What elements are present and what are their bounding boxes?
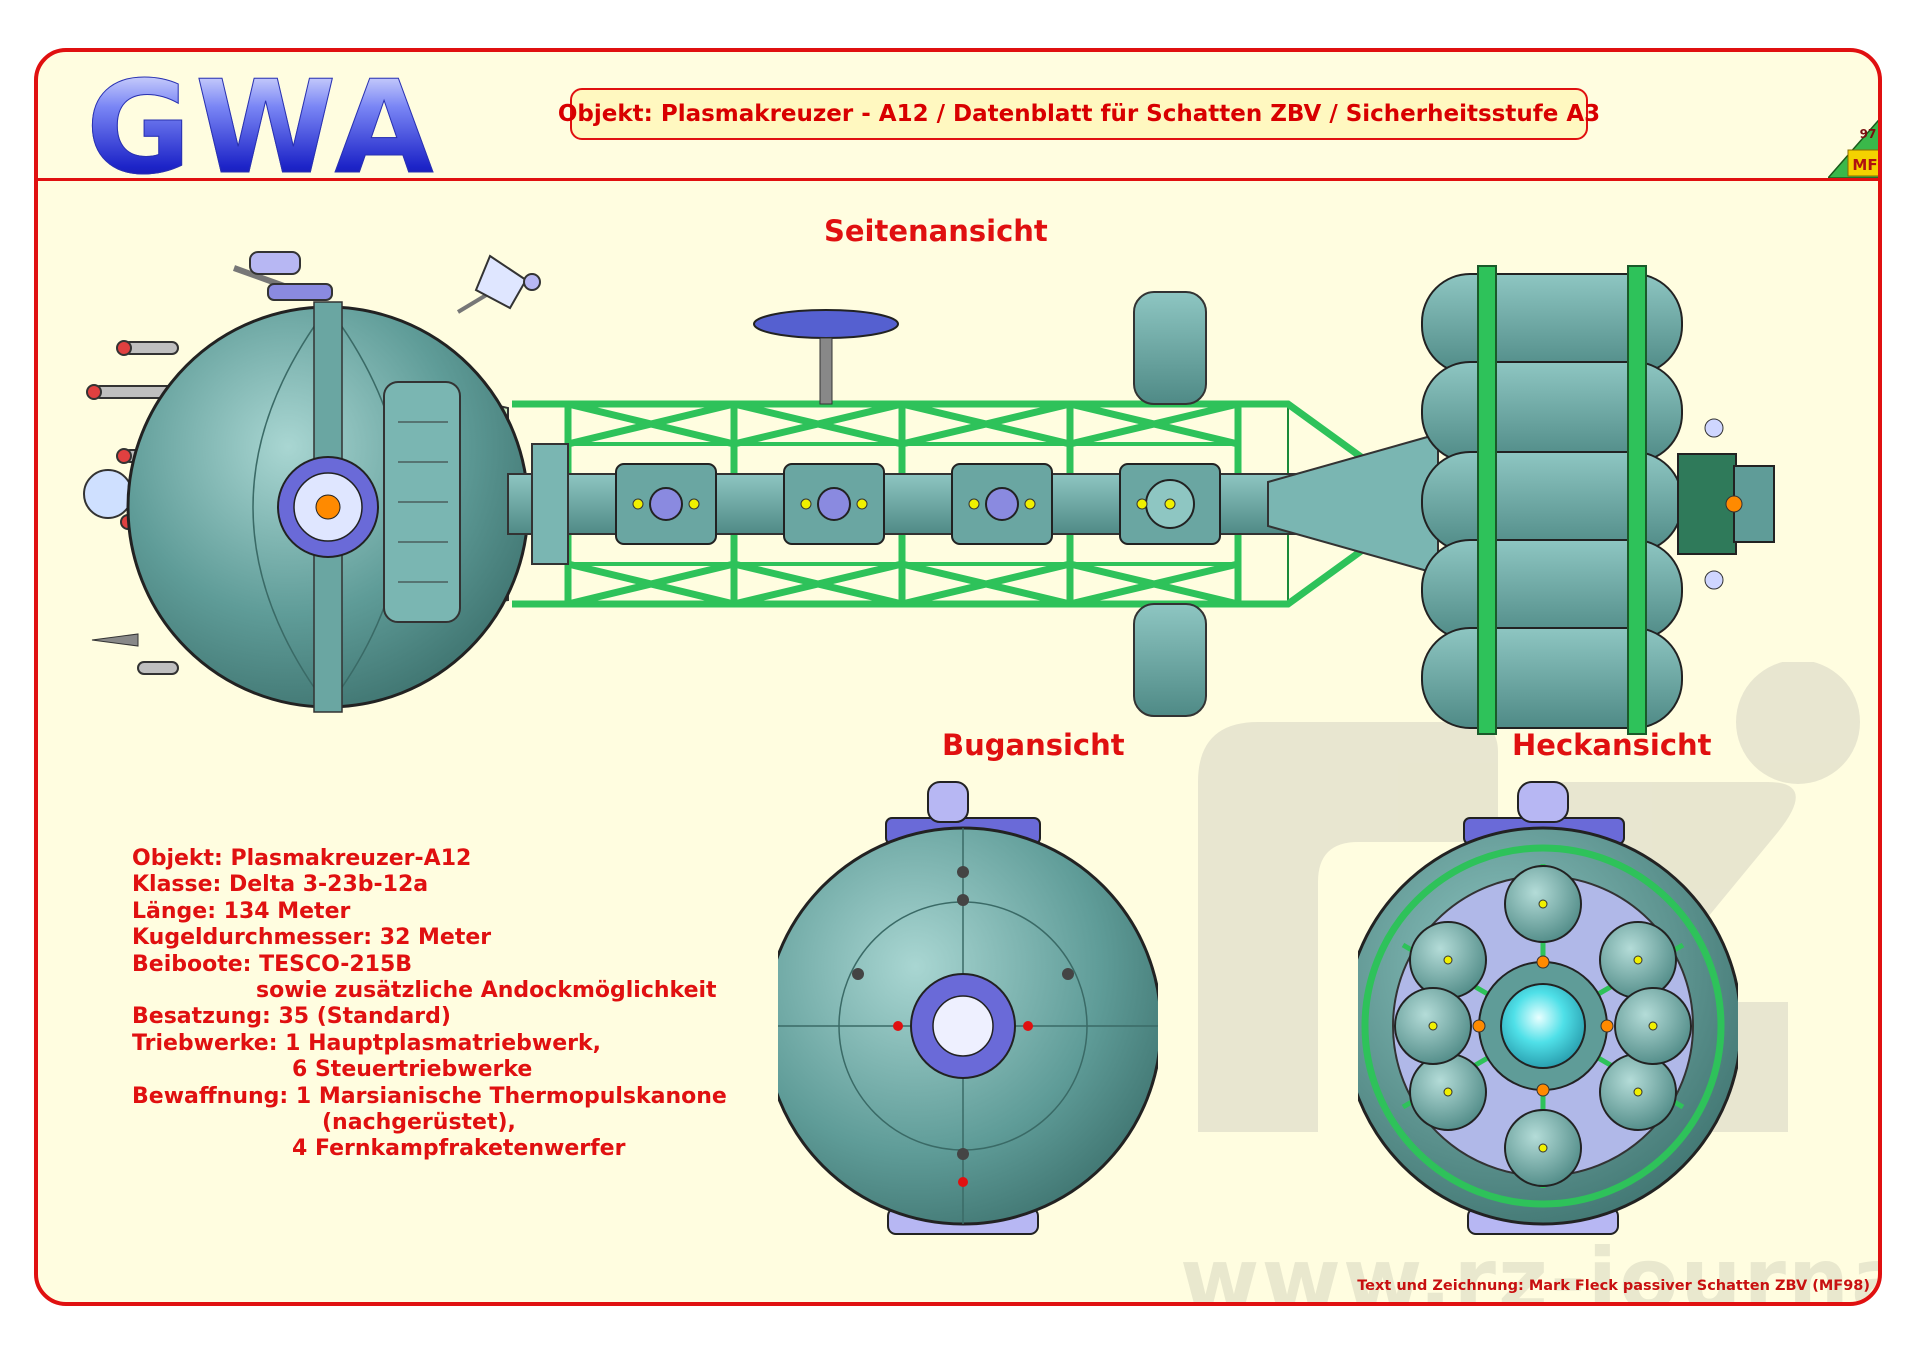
spec-engines-cont: 6 Steuertriebwerke [292,1057,533,1083]
watermark-url: www.rz-journal.de [1180,1230,1878,1306]
badge-initials: MF [1852,156,1877,174]
spec-crew: Besatzung: 35 (Standard) [132,1004,451,1030]
corner-badge: 97 MF [1828,119,1878,178]
spec-class: Klasse: Delta 3-23b-12a [132,872,429,898]
spec-armament-cont2: 4 Fernkampfraketenwerfer [292,1136,626,1162]
side-view-title: Seitenansicht [824,214,1048,248]
document-title-text: Objekt: Plasmakreuzer - A12 / Datenblatt… [557,101,1601,127]
spec-engines: Triebwerke: 1 Hauptplasmatriebwerk, [132,1030,601,1056]
stern-view-drawing [1358,781,1738,1235]
side-view-drawing [83,251,1775,735]
spec-sphere-diameter: Kugeldurchmesser: 32 Meter [132,925,492,951]
spec-auxiliary-craft: Beiboote: TESCO-215B [132,951,413,977]
spec-object: Objekt: Plasmakreuzer-A12 [132,846,472,871]
bow-view-title: Bugansicht [942,728,1125,762]
spec-list: Objekt: Plasmakreuzer-A12 Klasse: Delta … [132,846,727,1163]
document-title: Objekt: Plasmakreuzer - A12 / Datenblatt… [558,88,1600,140]
spec-armament: Bewaffnung: 1 Marsianische Thermopulskan… [132,1083,727,1109]
credit-line: Text und Zeichnung: Mark Fleck passiver … [1357,1278,1870,1294]
datasheet-frame: www.rz-journal.de GWA Objekt: Plasmakreu… [34,48,1882,1306]
bow-view-drawing [778,781,1158,1235]
header-divider [38,178,1878,181]
spec-length: Länge: 134 Meter [132,898,351,924]
spec-armament-cont1: (nachgerüstet), [322,1110,516,1136]
badge-year: 97 [1860,127,1877,141]
spec-auxiliary-craft-cont: sowie zusätzliche Andockmöglichkeit [256,978,717,1004]
stern-view-title: Heckansicht [1512,728,1712,762]
